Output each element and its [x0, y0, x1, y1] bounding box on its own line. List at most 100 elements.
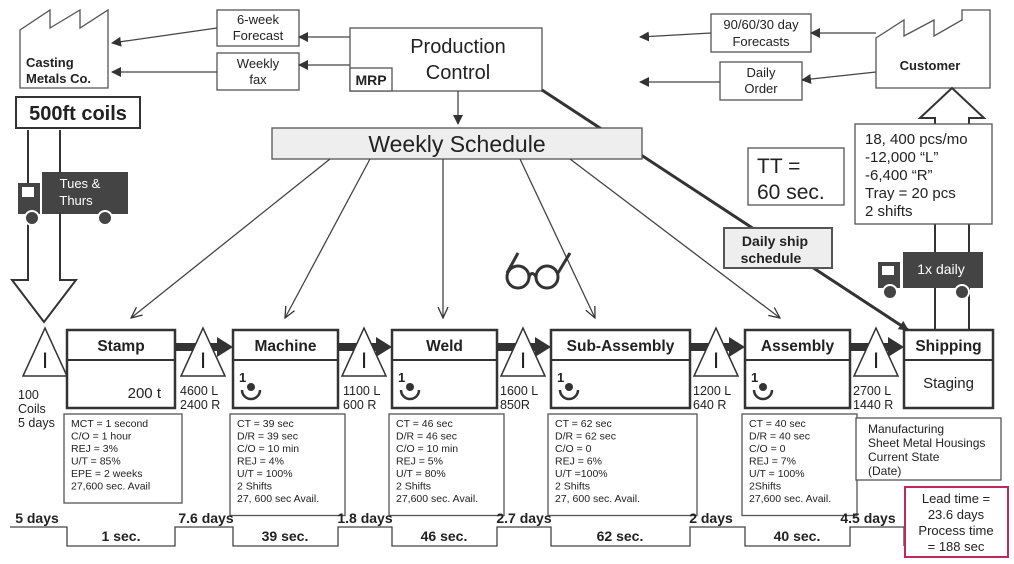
inventory-triangle-icon	[692, 326, 740, 377]
weekly-schedule-label: Weekly Schedule	[368, 131, 545, 157]
data-box-line: D/R = 62 sec	[555, 431, 616, 443]
demand-line4: Tray = 20 pcs	[865, 185, 956, 202]
map-title-line3: Current State	[868, 450, 940, 464]
summary-line4: = 188 sec	[928, 539, 985, 554]
inventory-quantity: 640 R	[693, 398, 726, 412]
forecasts-90-line1: 90/60/30 day	[723, 17, 799, 32]
process-box-sub-assembly	[549, 328, 692, 410]
operator-icon	[399, 389, 421, 401]
daily-order-line2: Order	[744, 81, 778, 96]
inventory-triangle-icon	[340, 326, 388, 377]
customer-name: Customer	[900, 58, 961, 73]
data-box-line: EPE = 2 weeks	[71, 468, 143, 480]
map-title-line4: (Date)	[868, 464, 901, 478]
process-box-shipping	[902, 328, 995, 410]
timeline-process-time: 46 sec.	[421, 528, 468, 544]
data-box-line: 2Shifts	[749, 481, 781, 493]
timeline-process-time: 62 sec.	[597, 528, 644, 544]
operator-count: 1	[557, 370, 564, 385]
process-name: Machine	[254, 338, 316, 355]
data-box	[388, 413, 505, 517]
raw-material-box	[15, 96, 141, 129]
daily-order-box	[719, 61, 803, 101]
data-box-line: U/T = 85%	[71, 456, 121, 468]
mrp-box	[349, 67, 393, 92]
supplier-name-line1: Casting	[26, 55, 74, 70]
process-name: Stamp	[97, 338, 144, 355]
process-extra: Staging	[923, 375, 974, 392]
timeline-days: 2.7 days	[496, 510, 551, 526]
inventory-quantity: 2700 L	[853, 384, 891, 398]
timeline-days: 2 days	[689, 510, 733, 526]
supplier-truck-line2: Thurs	[59, 193, 93, 208]
supplier-factory-icon	[19, 8, 109, 89]
weekly-fax-line2: fax	[249, 72, 267, 87]
data-box-line: CT = 39 sec	[237, 418, 294, 430]
data-box-line: D/R = 40 sec	[749, 431, 810, 443]
inventory-quantity: 100	[18, 388, 39, 402]
data-box-line: U/T = 80%	[396, 468, 446, 480]
summary-box	[904, 486, 1009, 558]
data-box-line: CT = 40 sec	[749, 418, 806, 430]
demand-line2: -12,000 “L”	[865, 149, 938, 166]
inventory-quantity: 600 R	[343, 398, 376, 412]
demand-line3: -6,400 “R”	[865, 167, 933, 184]
operator-icon	[752, 389, 774, 401]
data-box-line: 27,600 sec. Avail.	[749, 493, 831, 505]
inventory-quantity: 1100 L	[343, 384, 380, 398]
data-box-line: C/O = 0	[749, 443, 786, 455]
demand-line5: 2 shifts	[865, 203, 913, 220]
data-box	[741, 413, 858, 517]
customer-demand-box	[854, 123, 993, 225]
process-name: Shipping	[915, 338, 981, 355]
data-box	[229, 413, 346, 517]
operator-icon	[558, 389, 580, 401]
inventory-quantity: 850R	[500, 398, 530, 412]
inventory-triangle-icon	[499, 326, 547, 377]
process-name: Weld	[426, 338, 463, 355]
operator-icon	[240, 389, 262, 401]
daily-ship-schedule-line1: Daily ship	[742, 233, 808, 249]
forecast-6week-line2: Forecast	[233, 28, 284, 43]
summary-line3: Process time	[918, 523, 993, 538]
inventory-triangle-icon	[179, 326, 227, 377]
inventory-quantity: Coils	[18, 402, 46, 416]
push-arrow-head	[888, 337, 904, 357]
data-box-line: 27,600 sec. Avail	[71, 481, 150, 493]
takt-time-line1: TT =	[757, 155, 800, 178]
process-box-weld	[390, 328, 499, 410]
inventory-symbol: I	[42, 348, 48, 373]
data-box-line: REJ = 6%	[555, 456, 602, 468]
timeline-process-time: 39 sec.	[262, 528, 309, 544]
inventory-quantity: 5 days	[18, 416, 55, 430]
go-see-glasses-icon	[505, 252, 572, 290]
data-box-line: U/T =100%	[555, 468, 608, 480]
customer-truck-icon	[878, 252, 983, 300]
process-extra: 200 t	[128, 385, 162, 402]
data-box-line: C/O = 0	[555, 443, 592, 455]
data-box-line: CT = 62 sec	[555, 418, 612, 430]
inventory-quantity: 2400 R	[180, 398, 220, 412]
process-box-machine	[231, 328, 340, 410]
data-box-line: U/T = 100%	[237, 468, 293, 480]
timeline-days: 7.6 days	[178, 510, 233, 526]
push-arrow-down	[9, 130, 79, 324]
daily-ship-schedule-box	[723, 227, 833, 269]
inventory-symbol: I	[873, 348, 879, 373]
data-box-line: REJ = 5%	[396, 456, 443, 468]
operator-count: 1	[239, 370, 246, 385]
map-title-box	[855, 417, 1002, 481]
process-name: Sub-Assembly	[567, 338, 675, 355]
data-box-line: D/R = 39 sec	[237, 431, 298, 443]
inventory-triangle-icon	[21, 326, 69, 377]
operator-count: 1	[398, 370, 405, 385]
data-box-line: MCT = 1 second	[71, 418, 148, 430]
data-box	[547, 413, 698, 517]
summary-line2: 23.6 days	[928, 507, 985, 522]
data-box	[63, 413, 183, 504]
inventory-quantity: 1600 L	[500, 384, 538, 398]
operator-count: 1	[751, 370, 758, 385]
